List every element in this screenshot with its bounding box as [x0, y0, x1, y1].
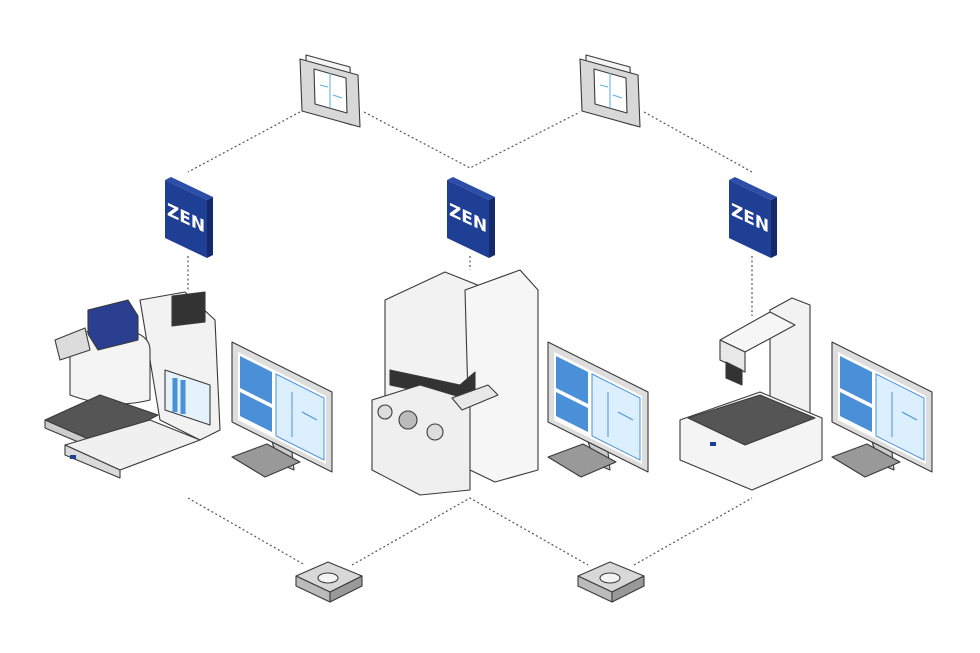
zen-software-badge: ZEN [165, 177, 213, 258]
light-microscope-illustration [44, 291, 221, 479]
workstation-monitor [231, 341, 333, 478]
data-folder-icon [299, 54, 361, 128]
stereo-microscope-illustration [679, 297, 823, 491]
zen-software-badge: ZEN [729, 177, 777, 258]
keyboard-icon [231, 443, 301, 478]
storage-disk-icon [577, 561, 645, 603]
connector-line [643, 111, 753, 316]
keyboard-icon [831, 443, 901, 478]
connector-line [187, 111, 301, 292]
zen-software-badge: ZEN [447, 177, 495, 258]
keyboard-icon [547, 443, 617, 478]
workstation-monitor [831, 341, 933, 478]
connections [187, 111, 753, 566]
storage-disk-icon [295, 561, 363, 603]
electron-microscope-illustration [371, 269, 539, 496]
workstation-monitor [547, 341, 649, 478]
connector-line [187, 497, 753, 566]
data-folder-icon [579, 54, 641, 128]
